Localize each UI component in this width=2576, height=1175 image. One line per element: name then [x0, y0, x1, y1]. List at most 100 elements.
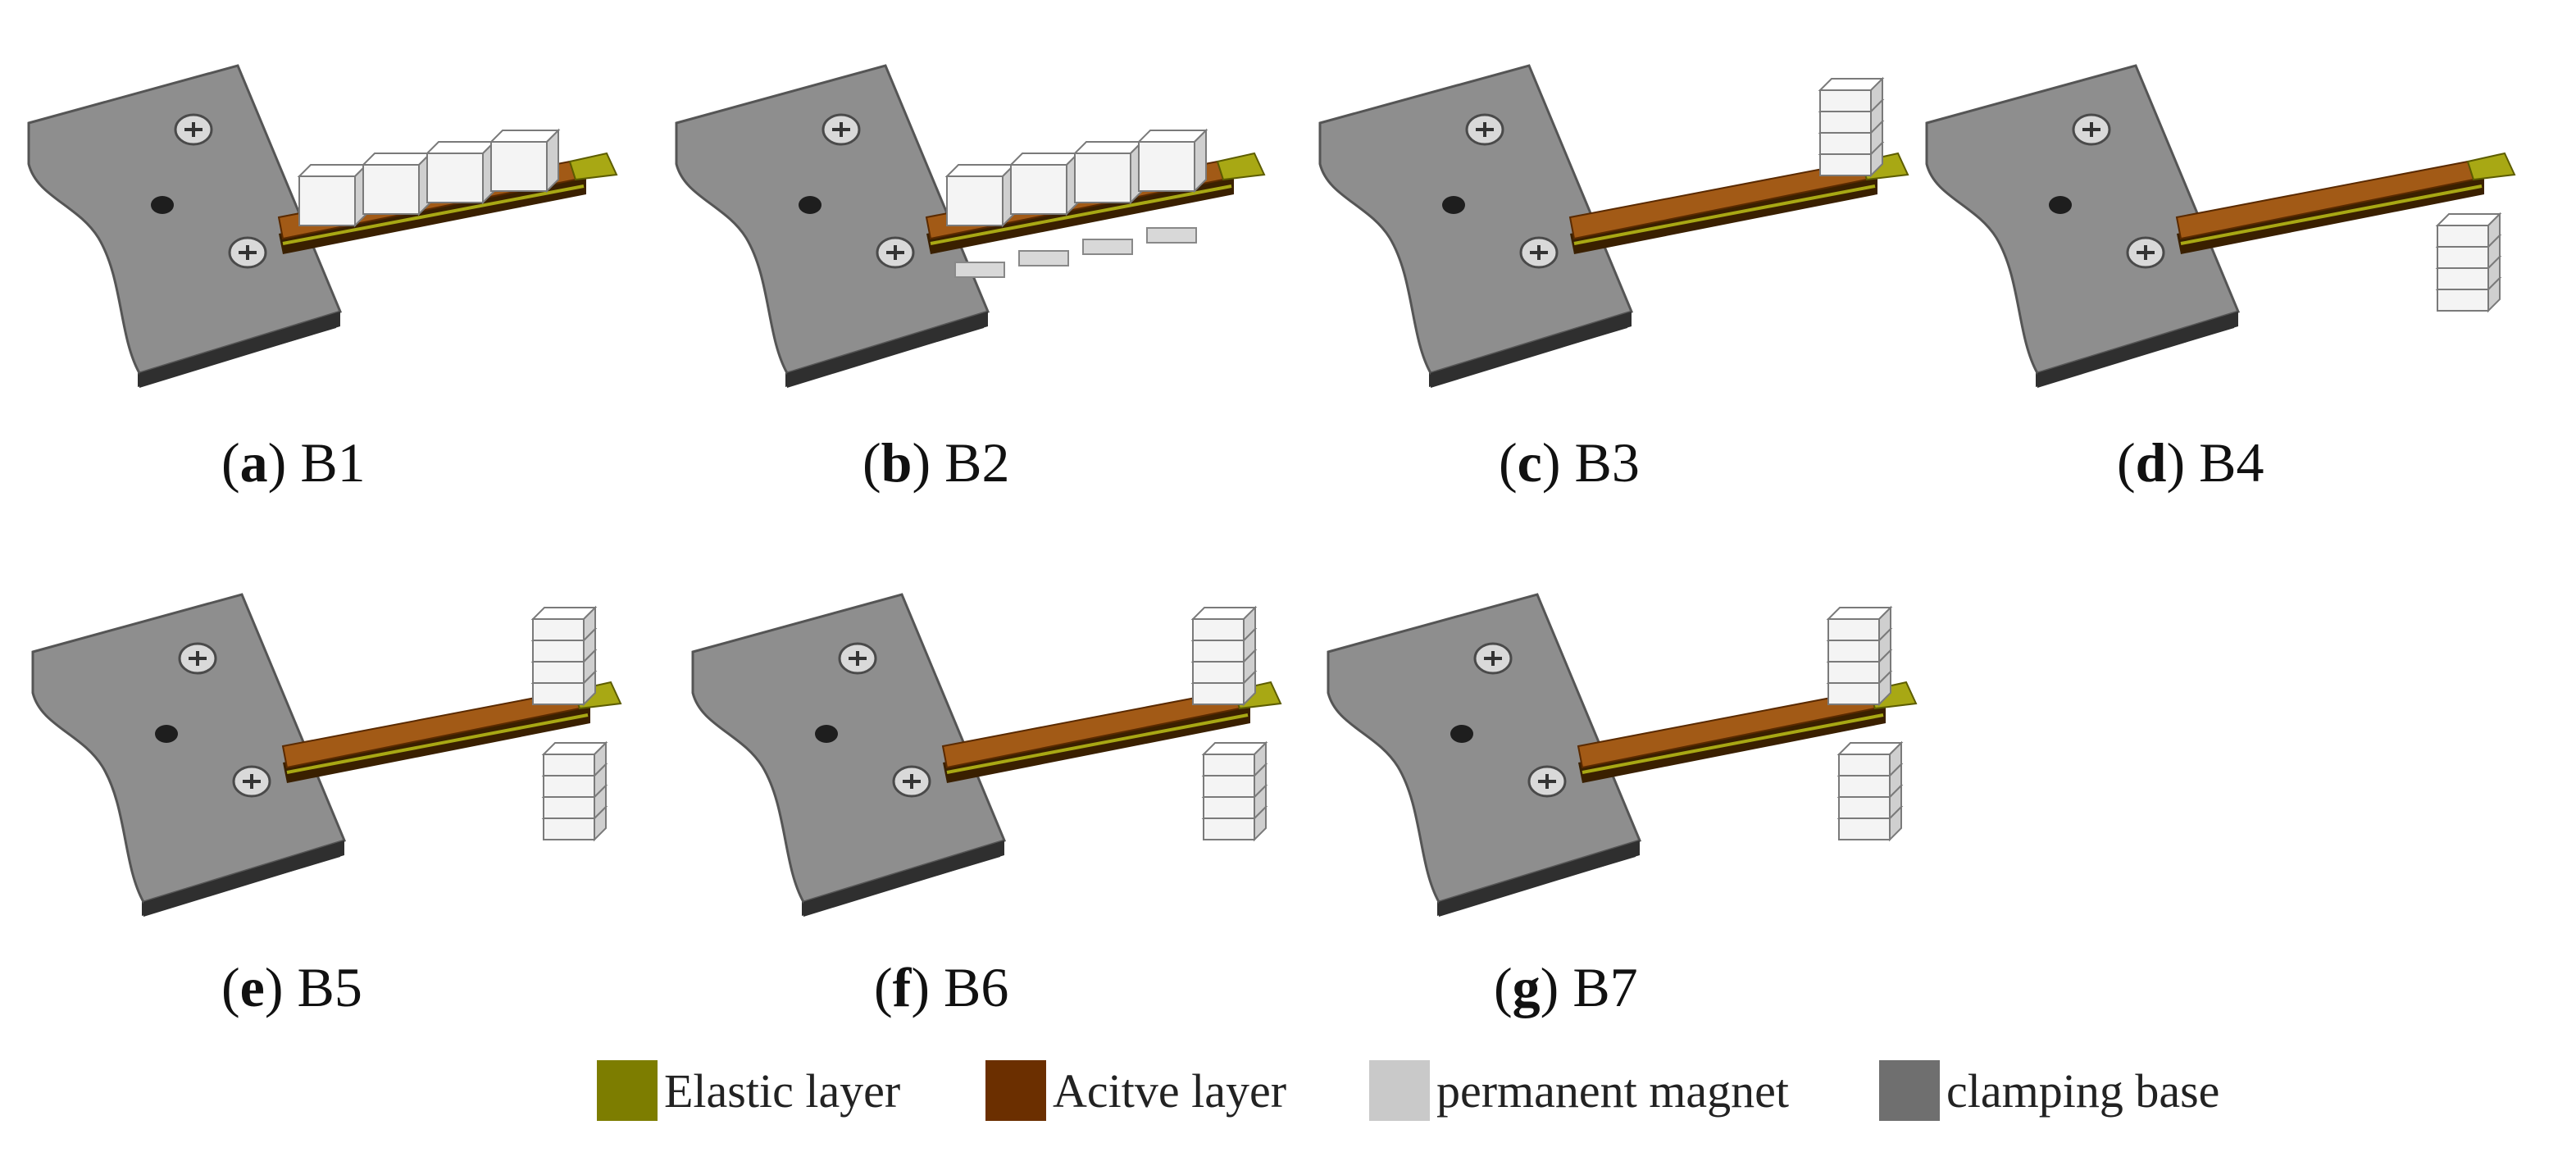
magnet-side-face: [546, 128, 559, 194]
screw-top: [838, 642, 877, 675]
panel-f: [691, 593, 1282, 917]
magnet-side-face: [583, 605, 596, 643]
magnet-front-face: [490, 141, 548, 192]
magnet-top-1: [944, 162, 1017, 228]
magnet-front-face: [2437, 289, 2489, 312]
legend-swatch-base: [1879, 1060, 1940, 1121]
magnet-side-face: [1243, 605, 1256, 643]
magnet-layer: [1201, 740, 1268, 778]
magnet-front-face: [543, 817, 595, 840]
magnet-front-face: [1819, 132, 1872, 155]
clamping-base: [675, 64, 990, 375]
magnet-top-4: [1136, 128, 1208, 194]
magnet-front-face: [1827, 661, 1880, 684]
mounting-hole: [799, 196, 821, 214]
clamping-base-thickness: [1439, 840, 1640, 917]
mounting-hole: [155, 725, 178, 743]
magnet-front-face: [1838, 775, 1891, 798]
magnet-front-face: [1838, 796, 1891, 819]
magnet-side-face: [1254, 740, 1267, 778]
caption-d: (d) B4: [2117, 431, 2264, 494]
elastic-layer-stripe: [930, 184, 1232, 245]
elastic-layer-stripe: [1582, 713, 1884, 774]
magnet-top-2: [361, 151, 433, 216]
magnet-layer: [1190, 605, 1258, 643]
clamping-base-thickness: [787, 312, 988, 388]
clamping-base-thickness: [803, 840, 1004, 917]
screw-top: [178, 642, 217, 675]
legend-item-magnet: permanent magnet: [1369, 1058, 1789, 1123]
legend-label-magnet: permanent magnet: [1436, 1063, 1789, 1118]
legend-label-active: Acitve layer: [1053, 1063, 1287, 1118]
magnet-front-face: [532, 640, 585, 663]
magnet-front-face: [2437, 246, 2489, 269]
magnet-top-3: [1072, 139, 1145, 205]
magnet-stack-bottom: [2435, 212, 2502, 313]
magnet-top-3: [425, 139, 497, 205]
legend-swatch-active: [985, 1060, 1046, 1121]
legend-swatch-elastic: [597, 1060, 658, 1121]
magnet-stack-bottom: [541, 740, 608, 842]
elastic-layer-tip: [1216, 152, 1266, 181]
clamping-base-thickness: [139, 312, 340, 388]
magnet-front-face: [2437, 267, 2489, 290]
elastic-layer-stripe: [946, 713, 1249, 774]
magnet-top-2: [1008, 151, 1081, 216]
magnet-front-face: [2437, 225, 2489, 248]
screw-top: [1465, 113, 1504, 146]
clamping-base: [1318, 64, 1634, 375]
clamping-base: [27, 64, 343, 375]
mounting-hole: [1450, 725, 1473, 743]
screw-bottom: [892, 765, 931, 798]
magnet-bottom-4: [1146, 227, 1197, 244]
elastic-layer-stripe: [2180, 184, 2483, 245]
elastic-layer-tip: [568, 152, 618, 181]
magnet-bottom-2: [1018, 250, 1069, 266]
magnet-front-face: [1203, 817, 1255, 840]
magnet-front-face: [1827, 682, 1880, 705]
magnet-front-face: [1203, 754, 1255, 777]
caption-e: (e) B5: [221, 956, 362, 1018]
magnet-side-face: [1878, 605, 1891, 643]
mounting-hole: [151, 196, 174, 214]
magnet-stack-top: [1818, 76, 1885, 178]
legend-label-elastic: Elastic layer: [664, 1063, 901, 1118]
elastic-layer-stripe: [1573, 184, 1876, 245]
magnet-front-face: [1827, 618, 1880, 641]
magnet-front-face: [1827, 640, 1880, 663]
magnet-layer: [530, 605, 598, 643]
magnet-front-face: [1838, 754, 1891, 777]
magnet-stack-bottom: [1201, 740, 1268, 842]
magnet-front-face: [298, 175, 356, 226]
magnet-front-face: [1192, 661, 1245, 684]
clamping-base-thickness: [1431, 312, 1632, 388]
screw-bottom: [1527, 765, 1567, 798]
magnet-front-face: [1192, 682, 1245, 705]
legend-item-active: Acitve layer: [985, 1058, 1286, 1123]
magnet-side-face: [1870, 76, 1883, 114]
clamping-base: [691, 593, 1007, 904]
magnet-front-face: [1192, 618, 1245, 641]
screw-top: [821, 113, 861, 146]
magnet-front-face: [1819, 153, 1872, 176]
caption-g: (g) B7: [1494, 956, 1638, 1018]
screw-bottom: [2126, 236, 2165, 269]
caption-f: (f) B6: [874, 956, 1009, 1018]
screw-bottom: [1519, 236, 1559, 269]
magnet-stack-top: [530, 605, 598, 707]
magnet-front-face: [543, 796, 595, 819]
magnet-side-face: [1194, 128, 1207, 194]
magnet-front-face: [532, 618, 585, 641]
magnet-stack-top: [1190, 605, 1258, 707]
magnet-layer: [1818, 76, 1885, 114]
mounting-hole: [2049, 196, 2072, 214]
magnet-front-face: [1819, 89, 1872, 112]
magnet-front-face: [1203, 775, 1255, 798]
screw-top: [174, 113, 213, 146]
panel-g: [1327, 593, 1918, 917]
magnet-layer: [2435, 212, 2502, 249]
mounting-hole: [815, 725, 838, 743]
panel-c: [1318, 64, 1909, 388]
